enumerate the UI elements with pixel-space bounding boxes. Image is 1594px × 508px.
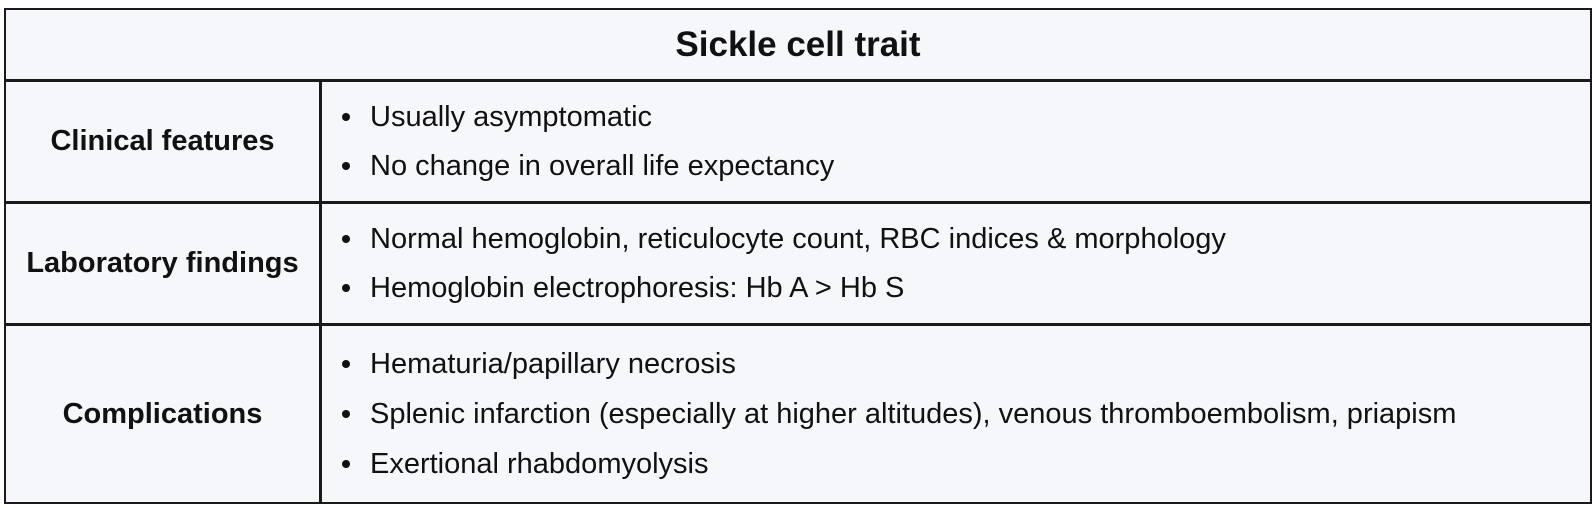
row-content-cell: Hematuria/papillary necrosis Splenic inf…	[322, 326, 1590, 502]
list-item-text: Normal hemoglobin, reticulocyte count, R…	[370, 222, 1226, 255]
list-item: Hematuria/papillary necrosis	[342, 339, 1590, 389]
row-label-cell: Clinical features	[6, 82, 322, 201]
list-item-text: Hemoglobin electrophoresis: Hb A > Hb S	[370, 271, 905, 304]
bullet-icon	[342, 162, 350, 170]
list-item-text: Hematuria/papillary necrosis	[370, 347, 736, 380]
bullet-icon	[342, 360, 350, 368]
row-label: Clinical features	[50, 125, 275, 157]
table-row-laboratory-findings: Laboratory findings Normal hemoglobin, r…	[6, 204, 1590, 326]
list-item: Splenic infarction (especially at higher…	[342, 389, 1590, 439]
list-item: Exertional rhabdomyolysis	[342, 439, 1590, 489]
list-item-text: Usually asymptomatic	[370, 100, 653, 133]
table-row-clinical-features: Clinical features Usually asymptomatic N…	[6, 82, 1590, 204]
list-item: Hemoglobin electrophoresis: Hb A > Hb S	[342, 264, 1590, 313]
row-label: Laboratory findings	[26, 247, 299, 279]
sickle-cell-trait-table: Sickle cell trait Clinical features Usua…	[4, 8, 1592, 504]
row-label: Complications	[62, 397, 263, 430]
table-row-complications: Complications Hematuria/papillary necros…	[6, 326, 1590, 502]
bullet-icon	[342, 410, 350, 418]
table-title: Sickle cell trait	[675, 24, 921, 64]
row-content-cell: Normal hemoglobin, reticulocyte count, R…	[322, 204, 1590, 323]
list-item: Normal hemoglobin, reticulocyte count, R…	[342, 215, 1590, 264]
bullet-icon	[342, 460, 350, 468]
list-item: No change in overall life expectancy	[342, 142, 1590, 191]
bullet-icon	[342, 284, 350, 292]
row-content-cell: Usually asymptomatic No change in overal…	[322, 82, 1590, 201]
list-item-text: Exertional rhabdomyolysis	[370, 447, 709, 480]
list-item-text: No change in overall life expectancy	[370, 149, 835, 182]
bullet-icon	[342, 113, 350, 121]
list-item: Usually asymptomatic	[342, 93, 1590, 142]
row-label-cell: Complications	[6, 326, 322, 502]
table-header-row: Sickle cell trait	[6, 10, 1590, 82]
list-item-text: Splenic infarction (especially at higher…	[370, 397, 1457, 430]
bullet-icon	[342, 235, 350, 243]
row-label-cell: Laboratory findings	[6, 204, 322, 323]
